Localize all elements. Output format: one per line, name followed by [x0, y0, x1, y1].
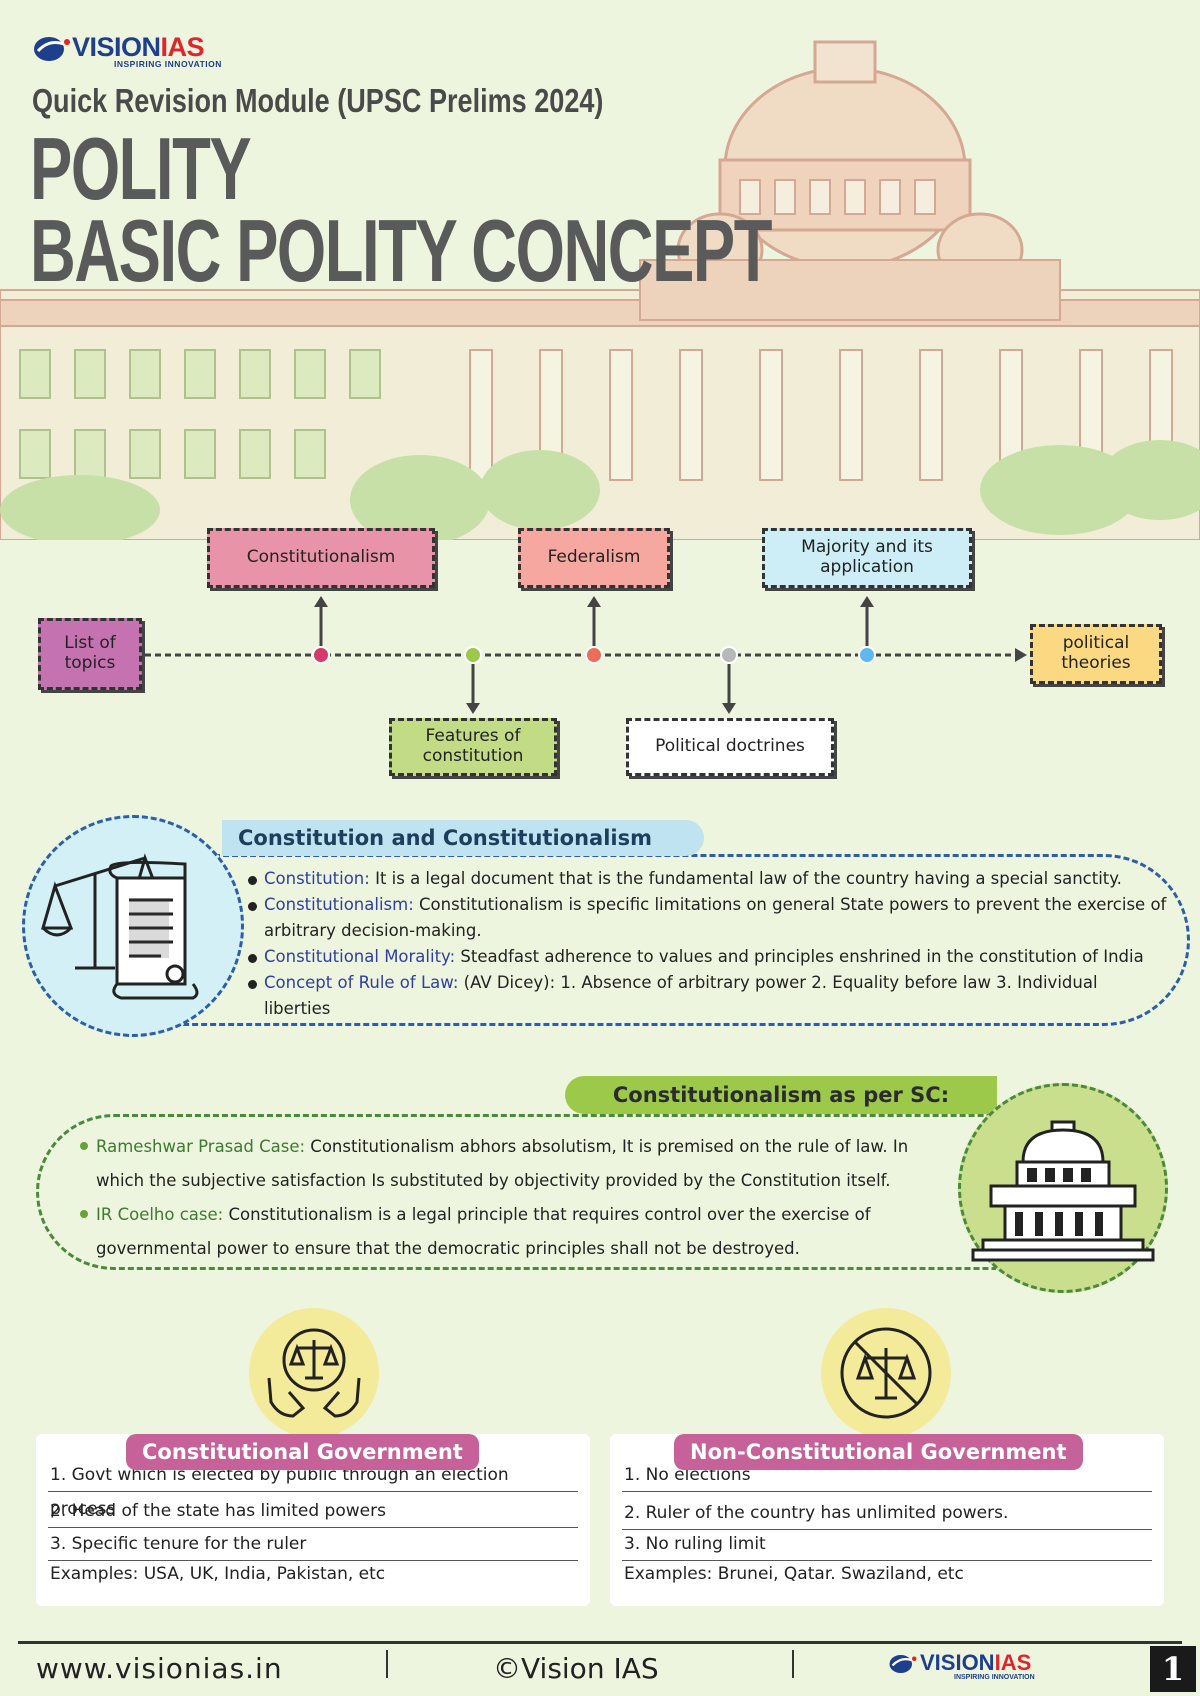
- topic-list-start[interactable]: List of topics: [38, 618, 142, 690]
- footer-separator: [792, 1650, 794, 1678]
- table-row: 3. No ruling limit: [622, 1527, 1152, 1561]
- supreme-court-icon: [971, 1120, 1155, 1262]
- list-item: Rameshwar Prasad Case: Constitutionalism…: [80, 1130, 960, 1198]
- footer-divider: [18, 1641, 1182, 1644]
- table-row: 3. Specific tenure for the ruler: [48, 1527, 578, 1561]
- list-item: Constitutionalism: Constitutionalism is …: [248, 892, 1178, 944]
- table-row: 1. No elections: [622, 1458, 1152, 1492]
- topic-constitutionalism[interactable]: Constitutionalism: [207, 528, 435, 588]
- topic-majority-application[interactable]: Majority and its application: [762, 528, 972, 588]
- table-row: Examples: USA, UK, India, Pakistan, etc: [50, 1564, 386, 1584]
- scales-scroll-icon: [41, 853, 199, 1000]
- page-title-line-1: POLITY: [30, 119, 252, 218]
- footer-website-link[interactable]: www.visionias.in: [36, 1652, 283, 1685]
- footer-logo-wordmark: VISIONIAS: [920, 1650, 1032, 1675]
- page-number: 1: [1150, 1646, 1196, 1692]
- list-item: Concept of Rule of Law: (AV Dicey): 1. A…: [248, 970, 1178, 1022]
- topic-political-doctrines[interactable]: Political doctrines: [626, 718, 834, 776]
- topic-dot: [464, 646, 482, 664]
- footer-separator: [386, 1650, 388, 1678]
- topic-dot: [720, 646, 738, 664]
- sc-section-frame: [36, 1114, 996, 1270]
- constitution-section-heading: Constitution and Constitutionalism: [222, 820, 704, 856]
- vision-logo-icon: [889, 1655, 917, 1673]
- logo-wordmark: VISIONIAS: [72, 32, 205, 62]
- non-constitutional-gov-title: Non-Constitutional Government: [674, 1434, 1083, 1470]
- constitutional-gov-icon-circle: [249, 1308, 379, 1438]
- list-item: Constitution: It is a legal document tha…: [248, 866, 1178, 892]
- scales-hands-icon: [267, 1328, 361, 1418]
- topic-political-theories[interactable]: political theories: [1030, 624, 1162, 684]
- topic-features-of-constitution[interactable]: Features of constitution: [389, 718, 557, 776]
- topic-federalism[interactable]: Federalism: [518, 528, 670, 588]
- table-row: Examples: Brunei, Qatar. Swaziland, etc: [624, 1564, 964, 1584]
- list-item: IR Coelho case: Constitutionalism is a l…: [80, 1198, 960, 1266]
- logo-tagline: INSPIRING INNOVATION: [114, 59, 222, 69]
- topic-dot: [858, 646, 876, 664]
- topic-dot: [585, 646, 603, 664]
- vision-logo-icon: [34, 37, 70, 61]
- constitutional-gov-title: Constitutional Government: [126, 1434, 479, 1470]
- constitution-icon-circle: [22, 815, 244, 1037]
- footer-logo[interactable]: VISIONIAS INSPIRING INNOVATION: [888, 1650, 1058, 1686]
- footer-copyright: ©Vision IAS: [493, 1652, 659, 1685]
- page-title-line-2: BASIC POLITY CONCEPT: [30, 201, 772, 300]
- supreme-court-building-illustration: [0, 40, 1200, 540]
- topic-dot: [312, 646, 330, 664]
- module-subtitle: Quick Revision Module (UPSC Prelims 2024…: [32, 82, 604, 119]
- list-item: Constitutional Morality: Steadfast adher…: [248, 944, 1178, 970]
- no-scales-icon: [840, 1327, 932, 1419]
- non-constitutional-gov-icon-circle: [821, 1308, 951, 1438]
- table-row: 2. Ruler of the country has unlimited po…: [622, 1496, 1152, 1530]
- constitution-bullet-list: Constitution: It is a legal document tha…: [248, 866, 1178, 1022]
- sc-section-heading: Constitutionalism as per SC:: [565, 1076, 997, 1114]
- vision-ias-logo[interactable]: VISIONIAS INSPIRING INNOVATION: [32, 32, 242, 72]
- table-row: 2. Head of the state has limited powers: [48, 1494, 578, 1528]
- sc-bullet-list: Rameshwar Prasad Case: Constitutionalism…: [80, 1130, 960, 1266]
- table-row: 1. Govt which is elected by public throu…: [48, 1458, 578, 1519]
- footer-logo-tagline: INSPIRING INNOVATION: [954, 1674, 1035, 1681]
- sc-icon-circle: [958, 1083, 1168, 1293]
